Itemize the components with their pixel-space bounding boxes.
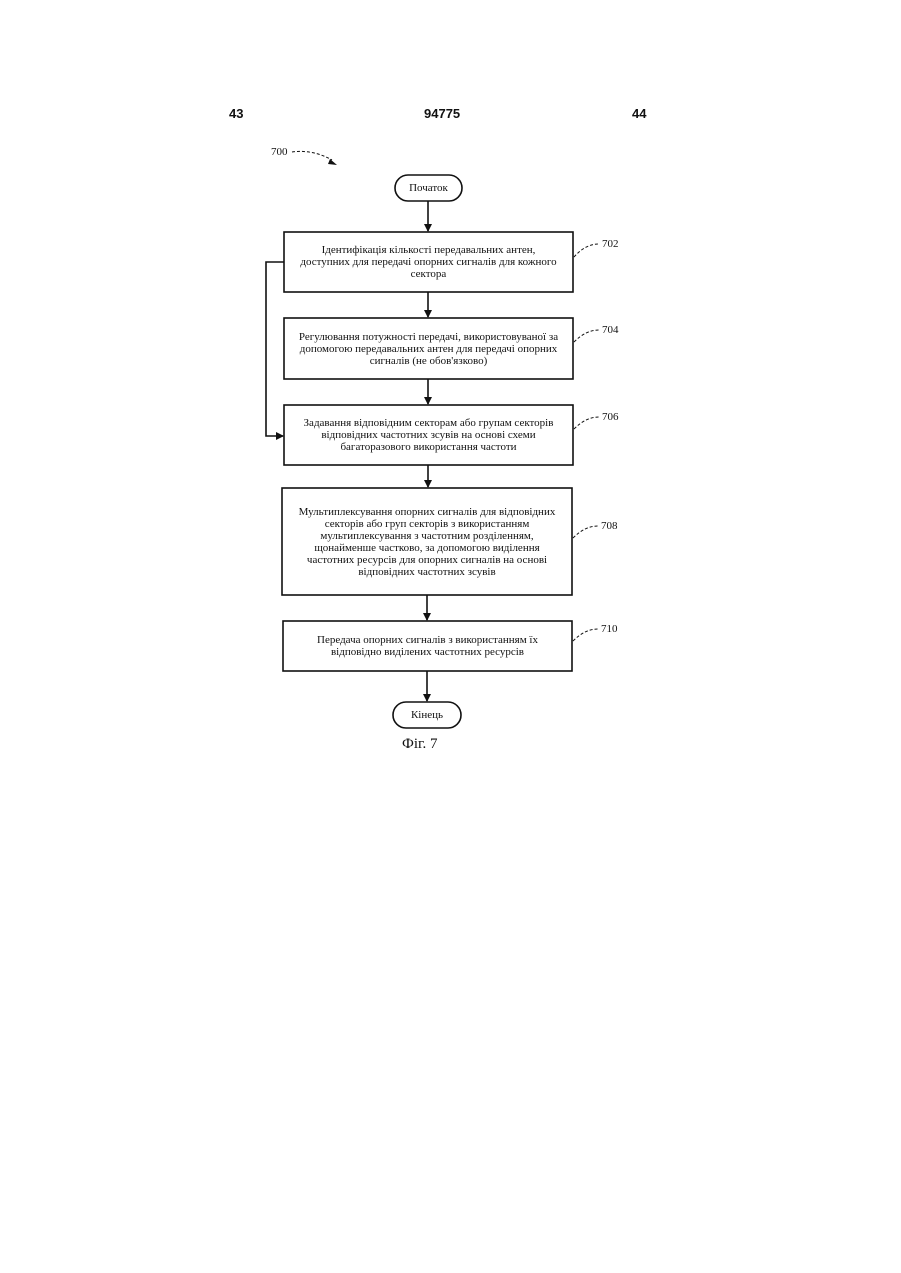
ref-706-leader [574,417,599,429]
step-702-text: Ідентифікація кількості передавальних ан… [284,232,573,292]
step-710-text: Передача опорних сигналів з використання… [283,621,572,671]
end-label: Кінець [393,702,461,728]
start-label: Початок [395,175,462,201]
step-702-ref: 702 [602,238,619,250]
figure-caption: Фіг. 7 [402,736,437,753]
ref-710-leader [573,629,598,641]
figure-ref-number: 700 [271,146,288,158]
bypass-arrow-702-to-706 [266,262,284,436]
step-708-text: Мультиплексування опорних сигналів для в… [282,488,572,595]
step-710-ref: 710 [601,623,618,635]
step-706-ref: 706 [602,411,619,423]
figure-ref-leader [292,151,332,160]
step-706-text: Задавання відповідним секторам або група… [284,405,573,465]
step-708-ref: 708 [601,520,618,532]
ref-704-leader [574,330,599,342]
step-704-ref: 704 [602,324,619,336]
step-704-text: Регулювання потужності передачі, викорис… [284,318,573,379]
figure-ref-arrowhead [328,159,337,165]
ref-708-leader [573,526,598,538]
ref-702-leader [574,244,599,257]
